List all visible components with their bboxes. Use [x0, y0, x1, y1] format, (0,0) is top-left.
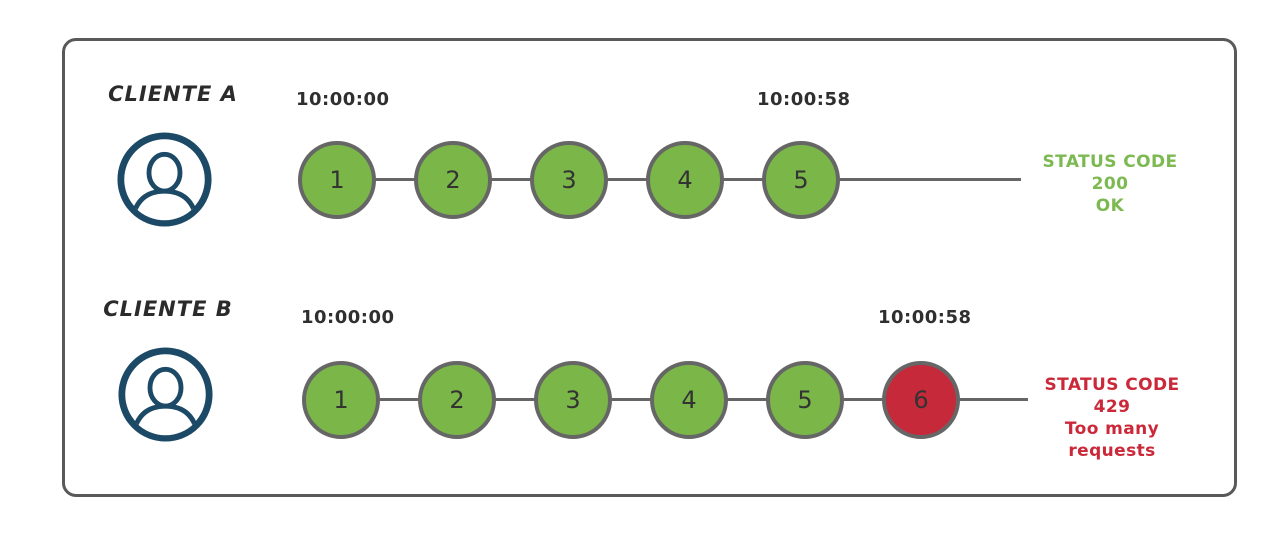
- request-circle: 5: [762, 141, 840, 219]
- request-circle: 1: [298, 141, 376, 219]
- request-circle: 4: [650, 361, 728, 439]
- status-message-text: Too many requests: [1064, 419, 1160, 461]
- client-a-label: CLIENTE A: [108, 82, 238, 106]
- request-number: 1: [333, 386, 349, 414]
- request-number: 2: [449, 386, 465, 414]
- request-number: 4: [681, 386, 697, 414]
- request-number: 2: [445, 166, 461, 194]
- request-circle-blocked: 6: [882, 361, 960, 439]
- request-number: 4: [677, 166, 693, 194]
- person-icon: [117, 346, 214, 443]
- request-number: 6: [913, 386, 929, 414]
- status-message-text: OK: [1095, 196, 1125, 216]
- row-a-status: STATUS CODE 200 OK: [1025, 151, 1195, 217]
- request-circle: 2: [418, 361, 496, 439]
- request-circle: 2: [414, 141, 492, 219]
- client-b-label: CLIENTE B: [103, 297, 233, 321]
- person-icon: [116, 131, 213, 228]
- request-number: 1: [329, 166, 345, 194]
- request-number: 3: [561, 166, 577, 194]
- request-number: 5: [797, 386, 813, 414]
- request-number: 3: [565, 386, 581, 414]
- row-b-requests: 1 2 3 4 5 6: [302, 361, 960, 439]
- row-b-end-timestamp: 10:00:58: [878, 307, 972, 328]
- request-circle: 1: [302, 361, 380, 439]
- row-b-start-timestamp: 10:00:00: [301, 307, 395, 328]
- request-circle: 4: [646, 141, 724, 219]
- row-b-status: STATUS CODE 429 Too many requests: [1027, 374, 1197, 462]
- request-number: 5: [793, 166, 809, 194]
- row-a-requests: 1 2 3 4 5: [298, 141, 840, 219]
- row-a-end-timestamp: 10:00:58: [757, 89, 851, 110]
- request-circle: 3: [534, 361, 612, 439]
- request-circle: 5: [766, 361, 844, 439]
- request-circle: 3: [530, 141, 608, 219]
- status-code-text: STATUS CODE 429: [1044, 375, 1180, 417]
- row-a-start-timestamp: 10:00:00: [296, 89, 390, 110]
- diagram-frame: [62, 38, 1237, 497]
- status-code-text: STATUS CODE 200: [1042, 152, 1178, 194]
